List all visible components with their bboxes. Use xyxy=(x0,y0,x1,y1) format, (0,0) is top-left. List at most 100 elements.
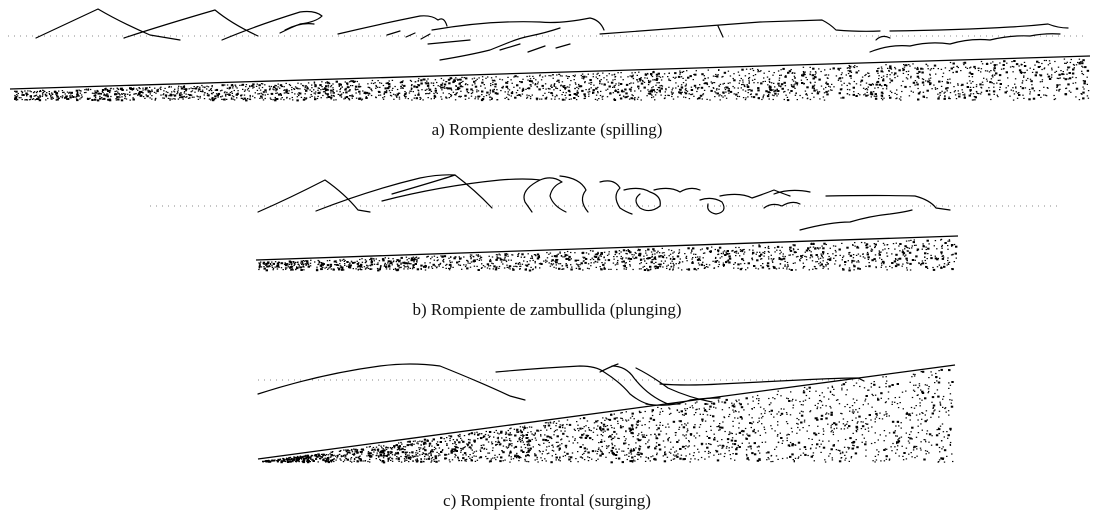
sand-grain xyxy=(940,95,941,96)
sand-grain xyxy=(626,454,627,455)
sand-grain xyxy=(757,71,758,72)
sand-grain xyxy=(734,252,735,253)
sand-grain xyxy=(88,88,89,89)
sand-grain xyxy=(889,82,890,83)
sand-grain xyxy=(537,83,538,84)
sand-grain xyxy=(939,92,940,93)
sand-grain xyxy=(826,93,828,95)
sand-grain xyxy=(1013,100,1014,101)
sand-grain xyxy=(355,81,356,82)
sand-grain xyxy=(347,86,349,88)
sand-grain xyxy=(664,255,665,256)
sand-grain xyxy=(718,251,719,252)
sand-grain xyxy=(826,74,827,75)
sand-grain xyxy=(181,94,182,95)
sand-grain xyxy=(792,254,793,255)
sand-grain xyxy=(1027,70,1028,71)
sand-grain xyxy=(461,96,462,97)
sand-grain xyxy=(471,96,472,97)
sand-grain xyxy=(866,83,867,84)
sand-grain xyxy=(751,96,752,97)
sand-grain xyxy=(92,93,93,94)
sand-grain xyxy=(366,92,368,94)
sand-grain xyxy=(504,259,505,260)
sand-grain xyxy=(440,263,441,264)
sand-grain xyxy=(521,257,522,258)
sand-grain xyxy=(597,91,598,92)
sand-grain xyxy=(513,76,514,77)
sand-grain xyxy=(798,456,799,457)
sand-grain xyxy=(803,71,804,72)
sand-grain xyxy=(847,404,848,405)
sand-grain xyxy=(163,94,164,95)
sand-grain xyxy=(413,91,414,92)
sand-grain xyxy=(551,84,552,85)
sand-grain xyxy=(269,86,270,87)
sand-grain xyxy=(738,88,739,89)
sand-grain xyxy=(944,98,946,100)
sand-grain xyxy=(438,85,439,86)
sand-grain xyxy=(867,256,869,258)
sand-grain xyxy=(1060,70,1061,71)
sand-grain xyxy=(275,93,276,94)
sand-grain xyxy=(489,268,490,269)
sand-grain xyxy=(1066,74,1067,75)
sand-grain xyxy=(137,90,138,91)
sand-grain xyxy=(788,400,790,402)
sand-grain xyxy=(430,453,431,454)
sand-grain xyxy=(130,100,131,101)
sand-grain xyxy=(179,97,180,98)
sand-grain xyxy=(335,99,336,100)
sand-grain xyxy=(526,268,527,269)
sand-grain xyxy=(1075,77,1076,78)
sand-grain xyxy=(377,268,378,269)
sand-grain xyxy=(270,99,271,100)
sand-grain xyxy=(883,76,884,77)
sand-grain xyxy=(574,79,575,80)
sand-grain xyxy=(989,90,990,91)
sand-grain xyxy=(458,261,459,262)
sand-grain xyxy=(107,94,108,95)
sand-grain xyxy=(626,411,627,412)
sand-grain xyxy=(831,425,832,426)
sand-grain xyxy=(558,268,560,270)
sand-grain xyxy=(747,267,748,268)
sand-grain xyxy=(442,267,443,268)
sand-grain xyxy=(535,261,536,262)
sand-grain xyxy=(27,90,28,91)
sand-grain xyxy=(410,268,411,269)
sand-grain xyxy=(1079,99,1080,100)
sand-grain xyxy=(769,88,771,90)
sand-grain xyxy=(585,425,586,426)
sand-grain xyxy=(810,247,811,248)
sand-grain xyxy=(670,259,671,260)
sand-grain xyxy=(827,424,828,425)
sand-grain xyxy=(638,72,639,73)
sand-grain xyxy=(278,84,279,85)
sand-grain xyxy=(480,450,481,451)
sand-grain xyxy=(1058,90,1059,91)
sand-grain xyxy=(661,408,662,409)
sand-grain xyxy=(195,88,197,90)
sand-grain xyxy=(428,97,429,98)
sand-grain xyxy=(380,446,381,447)
sand-grain xyxy=(273,263,275,265)
sand-grain xyxy=(761,99,762,100)
sand-grain xyxy=(473,256,474,257)
sand-grain xyxy=(713,420,714,421)
sand-grain xyxy=(645,250,646,251)
sand-grain xyxy=(625,257,626,258)
sand-grain xyxy=(795,400,796,401)
sand-grain xyxy=(855,95,857,97)
sand-grain xyxy=(549,262,550,263)
sand-grain xyxy=(1081,94,1082,95)
sand-grain xyxy=(958,90,959,91)
sand-grain xyxy=(830,89,831,90)
sand-grain xyxy=(1066,63,1067,64)
sand-grain xyxy=(502,79,503,80)
sand-grain xyxy=(384,266,385,267)
sand-grain xyxy=(956,66,957,67)
sand-grain xyxy=(381,83,382,84)
sand-grain xyxy=(554,431,555,432)
sand-grain xyxy=(385,263,386,264)
